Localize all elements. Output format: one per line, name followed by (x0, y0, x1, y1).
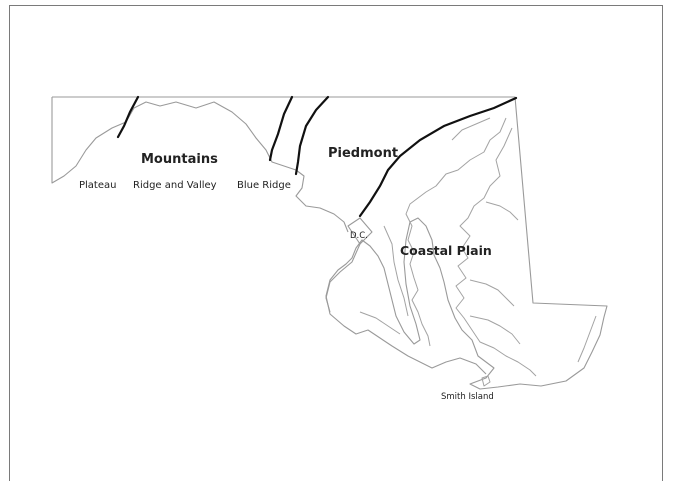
divider-blueridge-piedmont (294, 95, 330, 176)
label-dc: D.C. (350, 231, 368, 241)
map-frame (9, 5, 663, 481)
label-plateau: Plateau (79, 180, 116, 191)
river-patuxent (383, 225, 409, 317)
smith-island-shape (481, 375, 491, 387)
bay-eastern-shore (455, 127, 537, 377)
lower-potomac (325, 243, 361, 313)
state-outline (52, 96, 608, 390)
river-chester (485, 201, 519, 221)
label-ridge-and-valley: Ridge and Valley (133, 180, 217, 191)
label-smith-island: Smith Island (441, 392, 494, 402)
label-piedmont: Piedmont (328, 146, 398, 161)
potomac-boundary (51, 97, 349, 233)
river-potomac-estuary (359, 311, 401, 335)
label-coastal-plain: Coastal Plain (400, 243, 492, 258)
divider-fall-line (358, 96, 518, 218)
divider-plateau-ridge (116, 95, 140, 139)
river-susquehanna (451, 117, 491, 141)
divider-ridge-blueridge (268, 95, 294, 162)
river-nanticoke (469, 315, 521, 345)
bay-western-shore (405, 117, 507, 347)
dc-boundary (347, 217, 373, 245)
river-choptank (469, 279, 515, 307)
atlantic-coast (577, 315, 597, 363)
label-mountains: Mountains (141, 152, 218, 167)
label-blue-ridge: Blue Ridge (237, 180, 291, 191)
